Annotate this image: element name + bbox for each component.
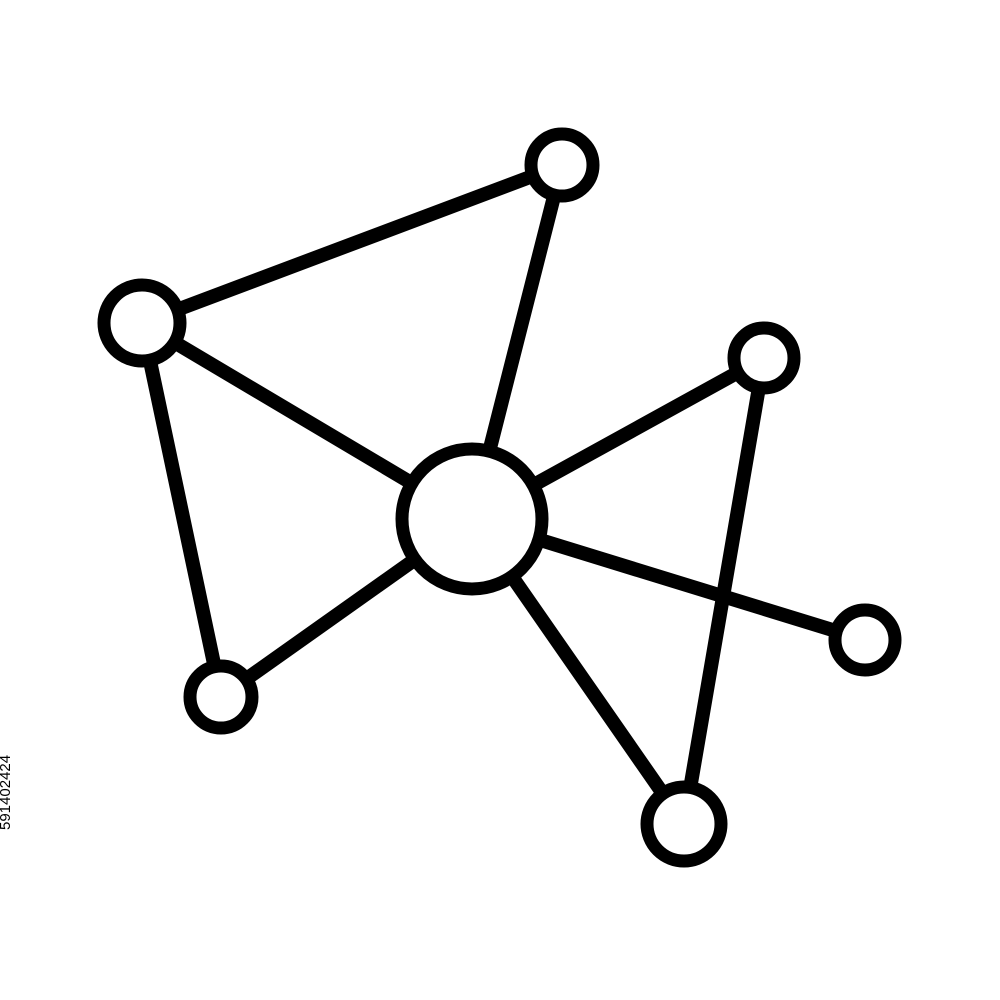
hub-node: [395, 442, 549, 596]
top-right-node: [524, 127, 600, 203]
nodes-layer: [97, 127, 902, 868]
top-left-node: [97, 278, 187, 368]
edge-top-left-to-top-right: [135, 158, 569, 330]
edge-right-upper-to-bottom-right: [677, 351, 771, 831]
stock-image-id: 591402424: [0, 754, 14, 830]
right-upper-node: [727, 321, 801, 395]
bottom-right-node: [640, 780, 728, 868]
right-node: [828, 603, 902, 677]
bottom-left-node: [183, 659, 259, 735]
edge-top-left-to-bottom-left: [135, 316, 228, 704]
